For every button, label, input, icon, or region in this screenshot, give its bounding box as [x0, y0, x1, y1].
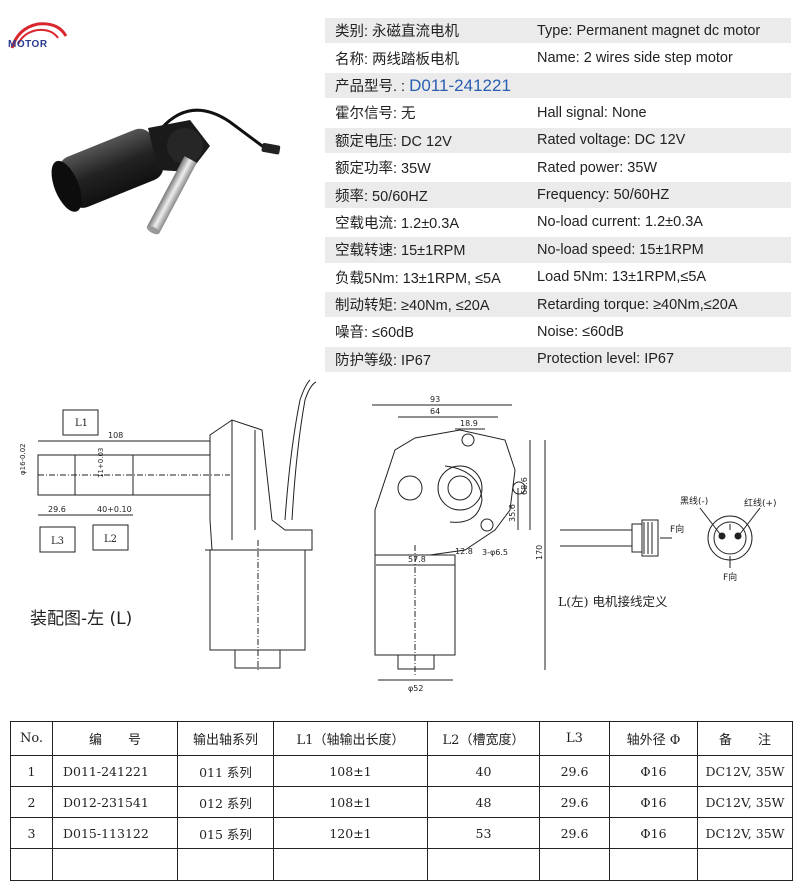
l3-label: L3 [51, 536, 64, 547]
svg-text:35.6: 35.6 [508, 504, 517, 522]
red-wire-label: 红线(+) [744, 497, 777, 509]
gearbox-plate [374, 429, 516, 556]
model-number: D011-241221 [409, 75, 511, 95]
table-row-empty [10, 848, 793, 881]
svg-text:φ16-0.02: φ16-0.02 [19, 443, 27, 475]
parts-table: No. 编 号 输出轴系列 L1（轴输出长度） L2（槽宽度） L3 轴外径 Φ… [10, 721, 793, 881]
l1-label: L1 [75, 418, 88, 429]
svg-text:11+0.03: 11+0.03 [97, 448, 105, 478]
svg-text:57.8: 57.8 [408, 555, 426, 564]
spec-row-model: 产品型号. : D011-241221 [325, 72, 791, 99]
svg-text:F向: F向 [670, 523, 684, 535]
svg-text:φ52: φ52 [408, 684, 423, 693]
svg-text:108: 108 [108, 431, 123, 440]
svg-text:93: 93 [430, 395, 440, 404]
l1-box [62, 409, 99, 436]
table-row: 2 D012-231541 012 系列 108±1 48 29.6 Φ16 D… [10, 786, 793, 818]
table-row: 3 D015-113122 015 系列 120±1 53 29.6 Φ16 D… [10, 817, 793, 849]
svg-text:64: 64 [430, 407, 440, 416]
assembly-label: 装配图-左 (L) [30, 609, 133, 629]
svg-text:3-φ6.5: 3-φ6.5 [482, 548, 508, 557]
svg-text:12.8: 12.8 [455, 547, 473, 556]
brand-logo [10, 22, 68, 49]
wiring-label: L(左) 电机接线定义 [558, 594, 668, 609]
black-wire-label: 黑线(-) [680, 495, 708, 507]
svg-text:18.9: 18.9 [460, 419, 478, 428]
connector-face [707, 515, 753, 561]
l2-box [92, 524, 129, 551]
table-header-row: No. 编 号 输出轴系列 L1（轴输出长度） L2（槽宽度） L3 轴外径 Φ… [10, 721, 793, 756]
brand-logo-text: MOTOR [8, 39, 48, 50]
assembly-drawing: L1 L3 L2 108 29.6 40+0.10 φ16-0.02 11+0.… [19, 379, 777, 693]
svg-text:170: 170 [535, 545, 544, 560]
l2-label: L2 [104, 534, 117, 545]
motor-photo [51, 108, 281, 235]
l3-box [39, 526, 76, 553]
svg-text:40+0.10: 40+0.10 [97, 505, 132, 514]
svg-text:29.6: 29.6 [48, 505, 66, 514]
table-row: 1 D011-241221 011 系列 108±1 40 29.6 Φ16 D… [10, 755, 793, 787]
svg-text:68.6: 68.6 [520, 477, 529, 495]
svg-text:F向: F向 [723, 571, 737, 583]
